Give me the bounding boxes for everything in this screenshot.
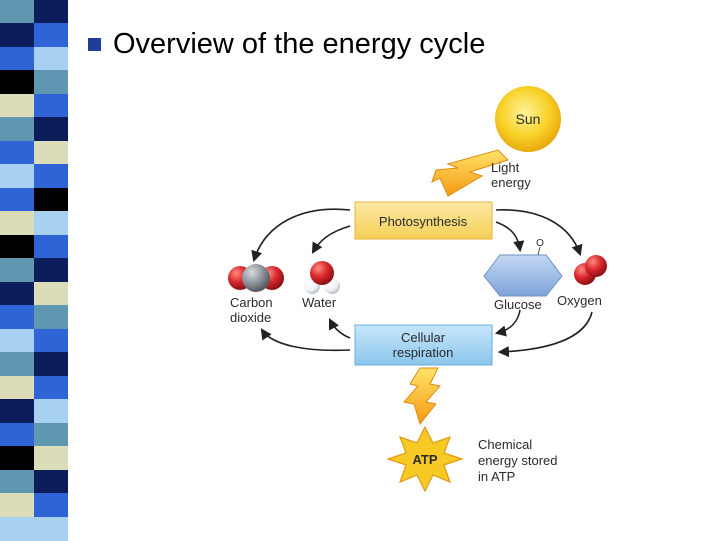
stripe-block	[34, 328, 68, 354]
light-energy-label-1: Light	[491, 160, 520, 175]
glucose-molecule-icon	[483, 246, 563, 297]
stripe-block	[34, 211, 68, 236]
oxygen-label: Oxygen	[557, 293, 602, 308]
arrow-oxygen-to-respiration	[497, 311, 593, 358]
chemical-energy-label-1: Chemical	[478, 437, 532, 452]
stripe-block	[0, 446, 34, 471]
arrow-respiration-to-co2	[260, 328, 351, 352]
water-molecule-icon	[304, 261, 340, 294]
stripe-block	[34, 187, 68, 213]
stripe-block	[0, 493, 34, 518]
square-bullet-icon	[88, 38, 101, 51]
stripe-block	[34, 305, 68, 330]
stripe-block	[34, 516, 68, 541]
oxygen-molecule-icon	[574, 255, 607, 285]
stripe-block	[0, 422, 34, 448]
water-label: Water	[302, 295, 337, 310]
stripe-block	[34, 493, 68, 518]
stripe-block	[0, 328, 34, 354]
arrow-photosynthesis-to-oxygen	[495, 209, 583, 257]
carbon-dioxide-molecule-icon	[228, 264, 284, 292]
stripe-block	[0, 164, 34, 189]
light-energy-label-2: energy	[491, 175, 531, 190]
stripe-block	[0, 281, 34, 307]
stripe-block	[0, 516, 34, 541]
slide-title-text: Overview of the energy cycle	[113, 28, 486, 60]
stripe-block	[0, 305, 34, 330]
decorative-stripe	[0, 0, 68, 541]
arrow-water-to-photosynthesis	[311, 225, 351, 254]
cellular-respiration-label-2: respiration	[393, 345, 454, 360]
stripe-block	[34, 23, 68, 48]
sun-label: Sun	[516, 111, 541, 127]
stripe-block	[0, 0, 34, 25]
energy-bolt-icon	[403, 367, 441, 426]
stripe-block	[0, 352, 34, 377]
stripe-block	[34, 399, 68, 424]
atp-label: ATP	[412, 452, 437, 467]
stripe-block	[0, 46, 34, 72]
stripe-block	[0, 234, 34, 260]
stripe-block	[34, 281, 68, 307]
cellular-respiration-label-1: Cellular	[401, 330, 446, 345]
stripe-block	[34, 117, 68, 142]
arrow-photosynthesis-to-glucose	[495, 221, 525, 253]
glucose-label: Glucose	[494, 297, 542, 312]
stripe-block	[0, 140, 34, 166]
arrow-respiration-to-water	[328, 317, 351, 339]
carbon-dioxide-label-1: Carbon	[230, 295, 273, 310]
stripe-block	[0, 93, 34, 119]
stripe-block	[34, 446, 68, 471]
chemical-energy-label-3: in ATP	[478, 469, 515, 484]
stripe-block	[0, 469, 34, 495]
stripe-block	[0, 70, 34, 95]
stripe-block	[0, 211, 34, 236]
stripe-block	[0, 375, 34, 401]
stripe-block	[34, 70, 68, 95]
stripe-block	[0, 258, 34, 283]
stripe-block	[0, 187, 34, 213]
stripe-block	[34, 164, 68, 189]
stripe-block	[34, 46, 68, 72]
arrow-co2-to-photosynthesis	[251, 208, 351, 263]
carbon-dioxide-label-2: dioxide	[230, 310, 271, 325]
slide-title: Overview of the energy cycle	[88, 28, 485, 61]
stripe-block	[34, 0, 68, 25]
stripe-block	[34, 93, 68, 119]
stripe-block	[34, 422, 68, 448]
stripe-block	[34, 140, 68, 166]
sun-icon	[495, 86, 561, 152]
stripe-block	[0, 23, 34, 48]
stripe-block	[0, 399, 34, 424]
arrow-glucose-to-respiration	[494, 309, 521, 337]
stripe-block	[34, 375, 68, 401]
stripe-block	[0, 117, 34, 142]
stripe-block	[34, 234, 68, 260]
stripe-block	[34, 352, 68, 377]
photosynthesis-label: Photosynthesis	[379, 214, 468, 229]
stripe-block	[34, 258, 68, 283]
photosynthesis-box	[354, 201, 493, 240]
atp-starburst-icon	[386, 425, 464, 493]
cellular-respiration-box	[354, 324, 493, 366]
light-bolt-icon	[431, 149, 509, 197]
stripe-block	[34, 469, 68, 495]
chemical-energy-label-2: energy stored	[478, 453, 558, 468]
glucose-oxygen-atom-label: O	[536, 238, 544, 249]
